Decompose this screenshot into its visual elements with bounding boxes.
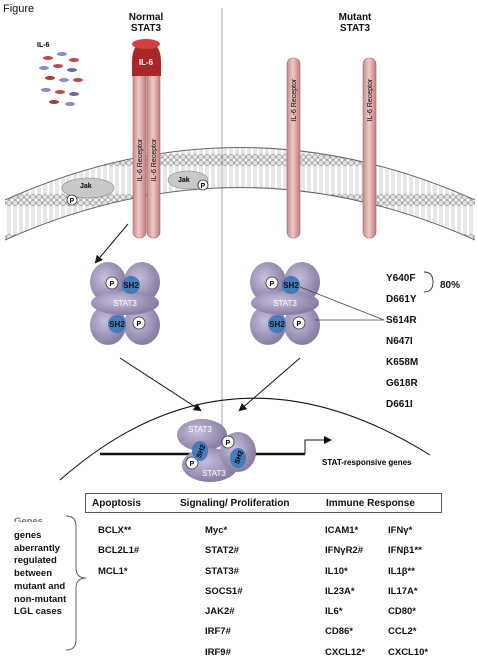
header-immune: Immune Response <box>326 498 415 509</box>
receptor-label-1: IL-6 Receptor <box>137 138 144 181</box>
translocation-arrow-left <box>119 357 202 412</box>
il6-cap-label: IL-6 <box>139 58 154 67</box>
il6-bound-cap <box>132 42 161 76</box>
normal-il6-receptor: IL-6 IL-6 Receptor IL-6 Receptor <box>132 39 161 239</box>
svg-text:SH2: SH2 <box>123 281 139 290</box>
mutation-item: N647I <box>386 336 413 347</box>
svg-text:STAT3: STAT3 <box>273 299 297 308</box>
gene-item: CD80* <box>388 606 416 618</box>
gene-item: IL10* <box>325 565 348 577</box>
activation-arrow <box>94 223 129 264</box>
mutation-item: G618R <box>386 378 418 389</box>
mutant-receptor-label-1: IL-6 Receptor <box>291 78 298 121</box>
immune-genes-b: IFNγ* IFNβ1** IL1β** IL17A* CD80* CCL2* … <box>388 521 428 663</box>
figure-label: Figure <box>3 3 35 15</box>
gene-item: MCL1* <box>98 565 128 577</box>
svg-text:STAT3: STAT3 <box>202 469 226 478</box>
gene-item: IL23A* <box>325 585 355 597</box>
mutant-stat3-title: Mutant STAT3 <box>338 12 372 34</box>
il6-ligand-cluster <box>39 52 83 106</box>
normal-stat3-title: Normal STAT3 <box>128 12 164 34</box>
mutation-item: K658M <box>386 357 419 368</box>
genes-note: genes aberrantly regulated between mutan… <box>14 530 67 618</box>
svg-text:P: P <box>297 321 302 328</box>
receptor-label-2: IL-6 Receptor <box>151 138 158 181</box>
mutant-stat3-dimer: P P SH2 SH2 STAT3 <box>250 262 320 345</box>
translocation-arrow-right <box>238 357 301 412</box>
svg-text:P: P <box>137 321 142 328</box>
nuclear-envelope <box>59 397 431 481</box>
gene-item: STAT2# <box>205 545 239 557</box>
svg-text:P: P <box>201 183 206 190</box>
gene-item: IL6* <box>325 606 343 618</box>
mutation-item: D661I <box>386 399 413 410</box>
gene-item: JAK2# <box>205 606 235 618</box>
svg-text:SH2: SH2 <box>283 281 299 290</box>
jak-right: Jak P <box>167 170 209 191</box>
svg-text:Jak: Jak <box>80 183 92 190</box>
gene-item: BCLX** <box>98 525 132 536</box>
jak-left: Jak P <box>61 177 115 206</box>
svg-text:SH2: SH2 <box>109 320 125 329</box>
genes-brace <box>65 515 87 651</box>
stat-responsive-label: STAT-responsive genes <box>322 458 412 467</box>
gene-item: IFNβ1** <box>388 545 422 557</box>
dna-bound-stat3-dimer: STAT3 STAT3 P P SH2 SH2 <box>177 419 256 482</box>
gene-item: STAT3# <box>205 565 239 577</box>
mutation-item: S614R <box>386 315 417 326</box>
mutation-item: Y640F <box>386 273 416 284</box>
mutation-item: D661Y <box>386 294 417 305</box>
mutant-receptor-label-2: IL-6 Receptor <box>367 78 374 121</box>
immune-genes-a: ICAM1* IFNγR2# IL10* IL23A* IL6* CD86* C… <box>325 521 365 663</box>
gene-item: Myc* <box>205 525 228 536</box>
header-signaling: Signaling/ Proliferation <box>180 498 290 509</box>
gene-item: CD86* <box>325 626 353 638</box>
svg-text:SH2: SH2 <box>196 444 207 459</box>
mutant-il6-receptor-right: IL-6 Receptor <box>362 57 377 239</box>
il6-ligand-label: IL-6 <box>37 42 50 49</box>
header-apoptosis: Apoptosis <box>92 498 141 509</box>
gene-item: CCL2* <box>388 626 417 638</box>
cell-membrane <box>4 147 476 241</box>
gene-item: BCL2L1# <box>98 545 140 557</box>
signaling-genes: Myc* STAT2# STAT3# SOCS1# JAK2# IRF7# IR… <box>205 521 243 663</box>
svg-text:P: P <box>190 461 195 468</box>
gene-item: CXCL10* <box>388 646 429 658</box>
gene-item: IFNγ* <box>388 525 413 536</box>
apoptosis-genes: BCLX** BCL2L1# MCL1* <box>98 521 139 582</box>
svg-text:P: P <box>70 198 75 205</box>
gene-item: SOCS1# <box>205 585 243 597</box>
transcription-arrow <box>304 436 332 454</box>
gene-item: IL17A* <box>388 585 418 597</box>
svg-text:P: P <box>270 281 275 288</box>
gene-item: IFNγR2# <box>325 545 364 557</box>
mutation-percentage: 80% <box>440 280 461 291</box>
mutation-list: Y640F D661Y S614R N647I K658M G618R D661… <box>386 268 418 415</box>
svg-text:SH2: SH2 <box>234 450 245 465</box>
svg-text:STAT3: STAT3 <box>188 425 212 434</box>
gene-item: CXCL12* <box>325 646 366 658</box>
genes-note-ghost: Genes <box>14 516 44 522</box>
normal-stat3-dimer: P P SH2 SH2 STAT3 <box>90 262 160 345</box>
svg-text:SH2: SH2 <box>269 320 285 329</box>
svg-text:P: P <box>110 281 115 288</box>
svg-text:Jak: Jak <box>178 177 190 184</box>
gene-table-header: Apoptosis Signaling/ Proliferation Immun… <box>85 493 442 513</box>
mutation-pointer <box>299 286 385 321</box>
svg-text:STAT3: STAT3 <box>113 299 137 308</box>
gene-item: IRF7# <box>205 626 231 638</box>
gene-item: IL1β** <box>388 565 415 577</box>
gene-item: IRF9# <box>205 646 231 658</box>
gene-item: ICAM1* <box>325 525 359 536</box>
svg-text:P: P <box>226 440 231 447</box>
mutant-il6-receptor-left: IL-6 Receptor <box>286 57 301 239</box>
mutation-bracket <box>423 271 434 293</box>
